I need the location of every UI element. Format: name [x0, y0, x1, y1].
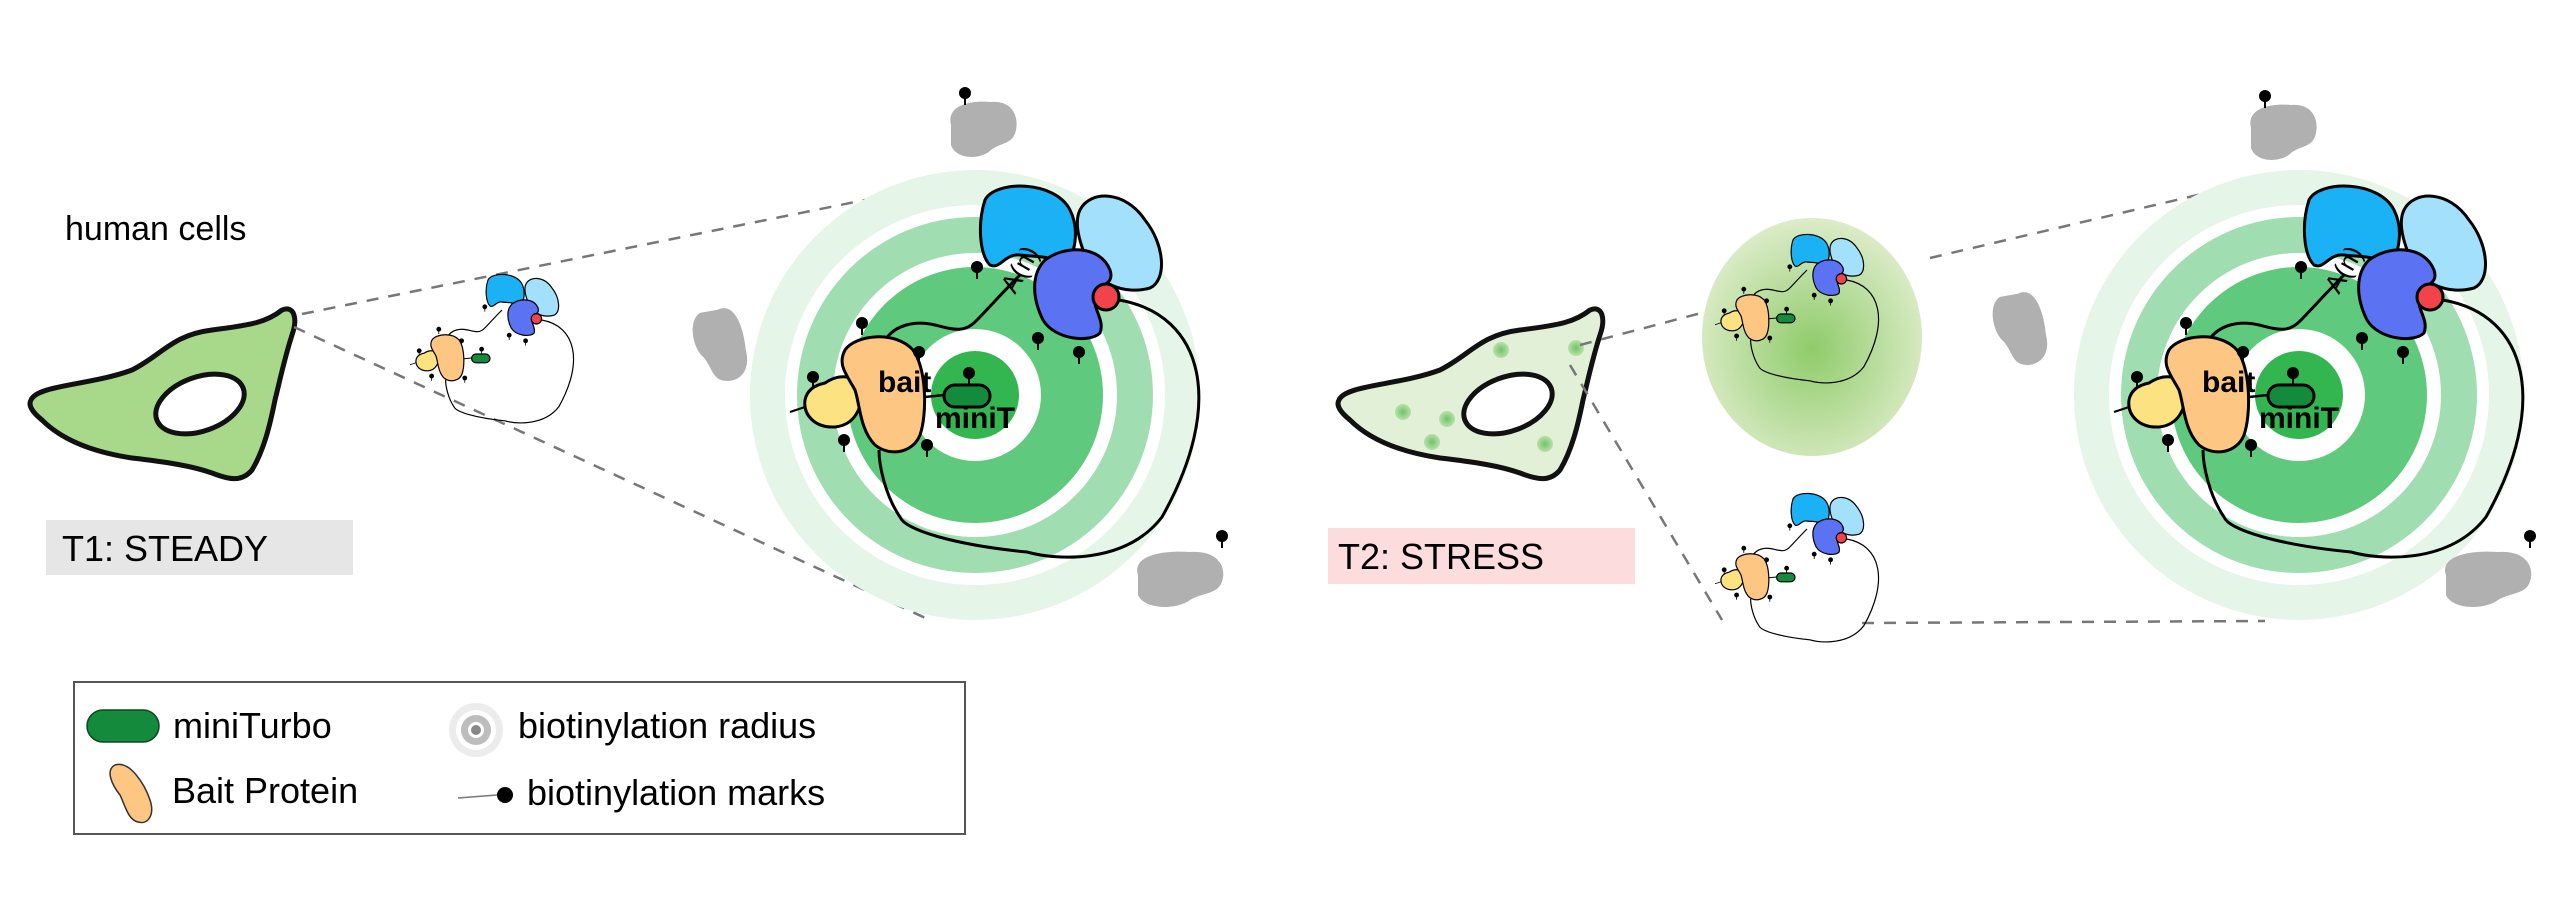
biotinylation-radius-steady: A(n) bait miniT: [750, 170, 1200, 620]
zoom-line: [1929, 183, 2241, 260]
bait-label: bait: [2202, 366, 2255, 399]
minit-label: miniT: [935, 402, 1015, 435]
biotin-mark-icon: [457, 787, 513, 803]
target-icon: [449, 703, 503, 757]
small-complex-steady: [410, 274, 574, 422]
steady-cell: [30, 309, 295, 479]
legend: miniTurbo biotinylation radius Bait Prot…: [73, 681, 966, 835]
bait-protein-icon: [109, 763, 153, 824]
t2-badge: [1328, 528, 1635, 584]
t2-label: T2: STRESS: [1338, 536, 1544, 577]
zoom-line: [293, 325, 933, 623]
human-cells-label: human cells: [65, 210, 246, 248]
stressed-cell: [1338, 309, 1603, 479]
legend-bait-protein: Bait Protein: [172, 770, 358, 811]
miniturbo-icon: [86, 709, 160, 743]
zoom-line: [301, 186, 925, 316]
zoom-line: [1568, 364, 1724, 621]
legend-miniturbo: miniTurbo: [173, 705, 332, 746]
stress-granule: [1702, 218, 1922, 456]
legend-radius: biotinylation radius: [518, 705, 816, 746]
zoom-line: [1861, 619, 2266, 625]
small-complex-cytoplasm: [1715, 493, 1879, 641]
legend-marks: biotinylation marks: [527, 772, 825, 813]
minit-label: miniT: [2259, 402, 2339, 435]
t1-badge: [46, 520, 353, 575]
t1-label: T1: STEADY: [62, 528, 268, 569]
bait-label: bait: [878, 366, 931, 399]
biotinylation-radius-stress: A(n) bait miniT: [2074, 170, 2524, 620]
